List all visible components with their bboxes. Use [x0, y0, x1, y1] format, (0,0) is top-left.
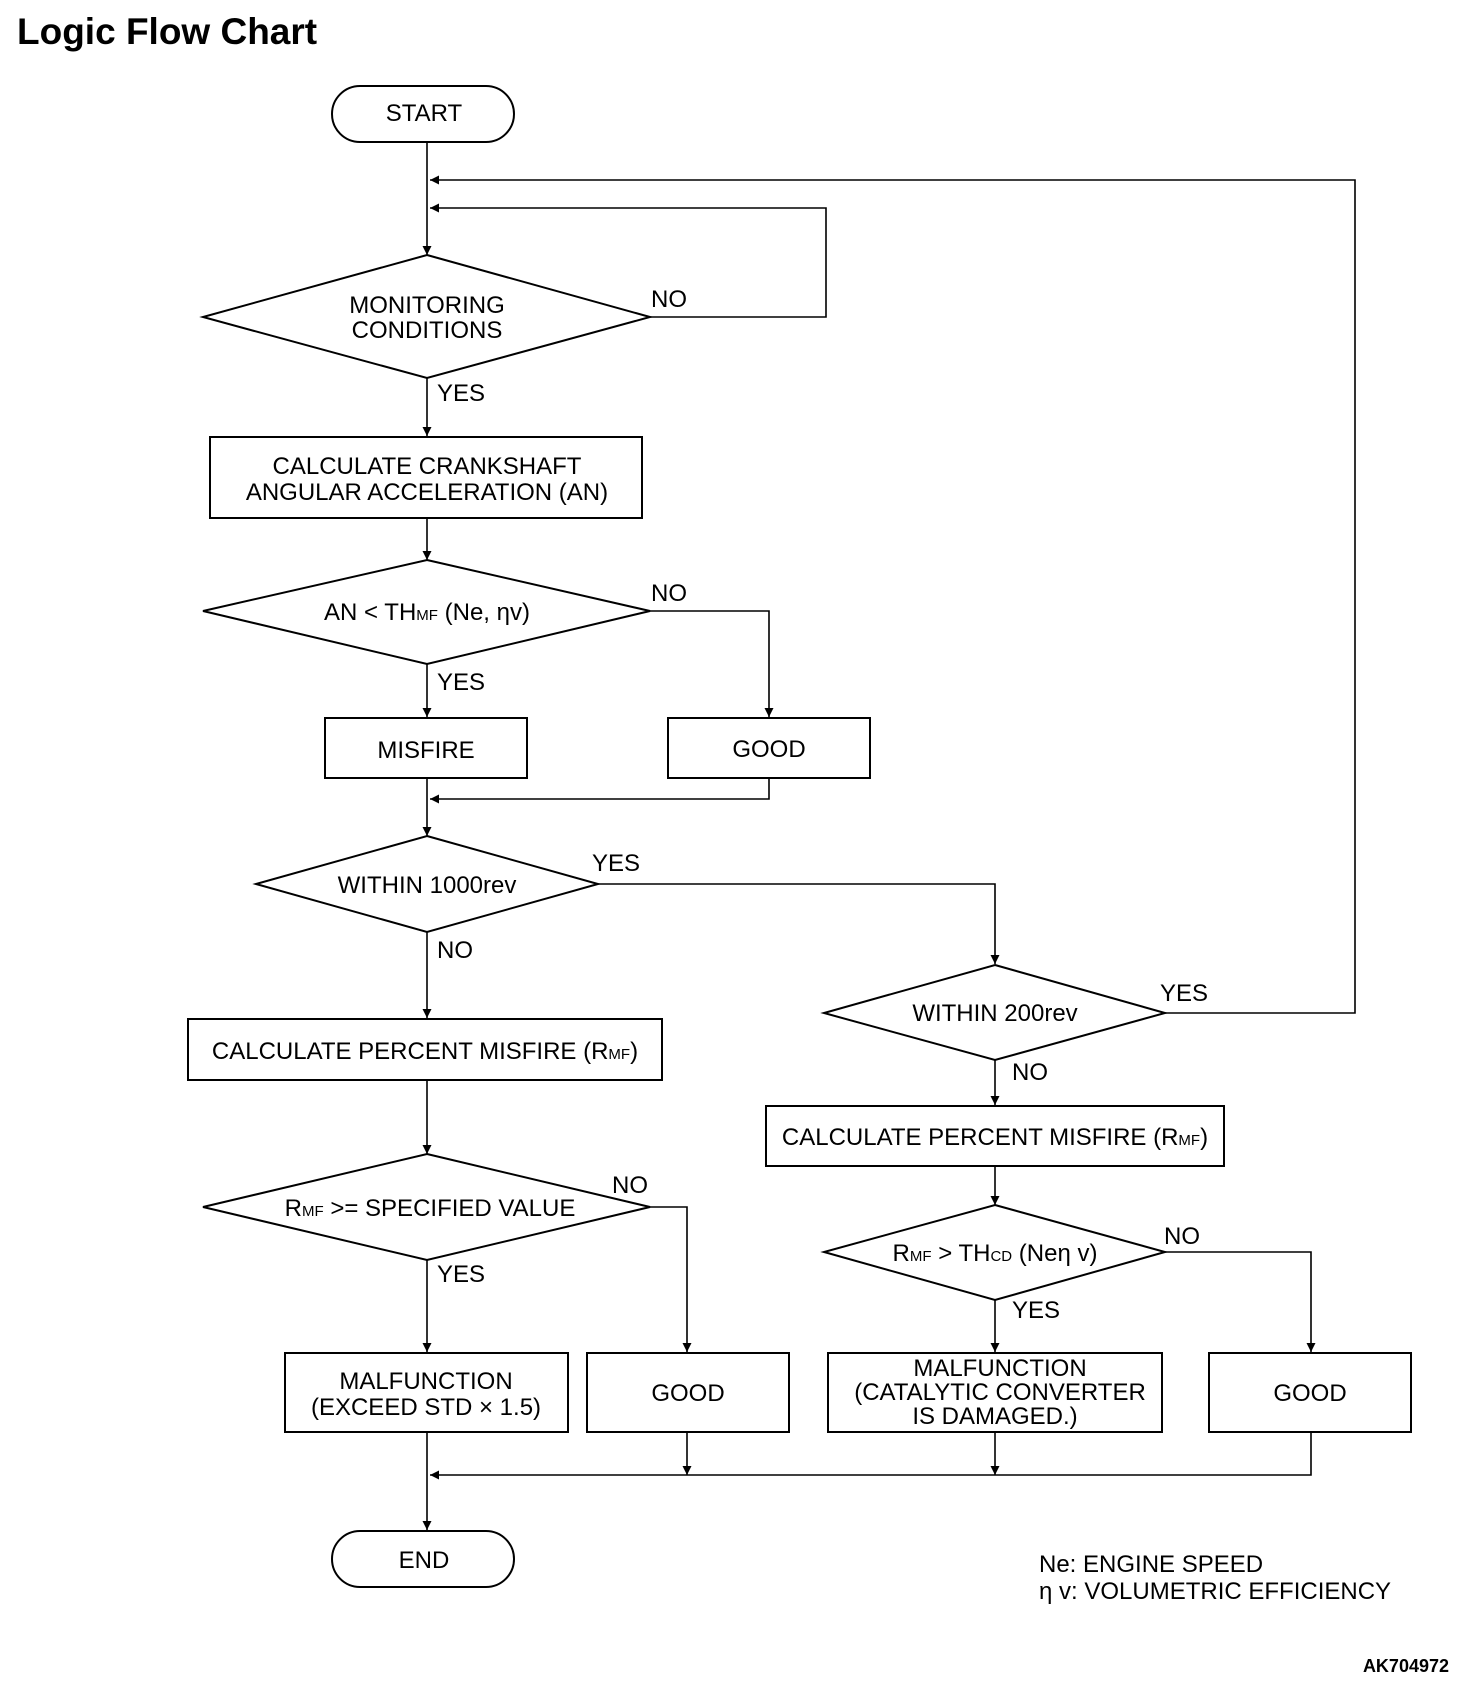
connector-merge-bottom: [430, 1432, 1312, 1480]
connector-good-merge: [430, 778, 770, 804]
misfire-label: MISFIRE: [377, 737, 474, 764]
process-calc-crankshaft: CALCULATE CRANKSHAFT ANGULAR ACCELERATIO…: [209, 436, 643, 519]
decision-rmf-specified-value: RMF >= SPECIFIED VALUE: [202, 1152, 651, 1262]
label-no-thcd: NO: [1164, 1223, 1200, 1250]
calc-crank-line1: CALCULATE CRANKSHAFT: [273, 453, 582, 480]
decision-monitoring-conditions: MONITORING CONDITIONS: [199, 253, 654, 380]
decision-within-200rev: WITHIN 200rev: [820, 963, 1169, 1062]
connector-thcd-no: [1165, 1251, 1316, 1352]
label-no-200: NO: [1012, 1059, 1048, 1086]
process-calc-percent-misfire-left: CALCULATE PERCENT MISFIRE (RMF): [187, 1018, 663, 1081]
label-yes-an: YES: [437, 669, 485, 696]
within-200-label: WITHIN 200rev: [912, 1000, 1077, 1027]
monitoring-label-line2: CONDITIONS: [352, 317, 503, 344]
calc-crank-line2: ANGULAR ACCELERATION (AN): [246, 479, 608, 506]
connector-1000-yes: [598, 883, 1000, 964]
end-label: END: [399, 1547, 450, 1574]
rmf-thcd-label: RMF > THCD (Neη v): [893, 1240, 1098, 1267]
result-malfunction-catalytic-converter: MALFUNCTION (CATALYTIC CONVERTER IS DAMA…: [827, 1352, 1163, 1433]
good-upper-label: GOOD: [732, 736, 805, 763]
label-yes-spec: YES: [437, 1261, 485, 1288]
malf-cat-line3: IS DAMAGED.): [912, 1403, 1077, 1430]
connector-monitoring-no-loop: [430, 203, 827, 318]
legend-eta-v: η v: VOLUMETRIC EFFICIENCY: [1039, 1578, 1391, 1605]
connector-an-no: [650, 610, 774, 717]
process-calc-percent-misfire-right: CALCULATE PERCENT MISFIRE (RMF): [765, 1105, 1225, 1167]
label-no-monitoring: NO: [651, 286, 687, 313]
start-label: START: [386, 100, 463, 127]
legend: Ne: ENGINE SPEED η v: VOLUMETRIC EFFICIE…: [1039, 1551, 1391, 1605]
result-malfunction-exceed-std: MALFUNCTION (EXCEED STD × 1.5): [284, 1352, 569, 1433]
result-good-lower-left: GOOD: [586, 1352, 790, 1433]
label-no-spec: NO: [612, 1172, 648, 1199]
result-good-upper: GOOD: [667, 717, 871, 779]
decision-within-1000rev: WITHIN 1000rev: [252, 834, 602, 934]
an-threshold-label: AN < THMF (Ne, ηv): [324, 599, 530, 626]
end-terminal: END: [331, 1530, 515, 1588]
start-terminal: START: [331, 85, 515, 143]
calc-pct-right-label: CALCULATE PERCENT MISFIRE (RMF): [782, 1124, 1208, 1151]
label-no-an: NO: [651, 580, 687, 607]
malf-std-line2: (EXCEED STD × 1.5): [311, 1394, 541, 1421]
result-misfire: MISFIRE: [324, 717, 528, 779]
malf-cat-line2: (CATALYTIC CONVERTER: [854, 1379, 1146, 1406]
result-good-lower-right: GOOD: [1208, 1352, 1412, 1433]
good-lower-right-label: GOOD: [1273, 1380, 1346, 1407]
rmf-spec-label: RMF >= SPECIFIED VALUE: [285, 1195, 576, 1222]
page-title: Logic Flow Chart: [17, 11, 317, 52]
malf-cat-line1: MALFUNCTION: [913, 1355, 1086, 1382]
branch-labels: NO YES NO YES YES NO YES NO NO YES NO YE…: [437, 286, 1208, 1324]
within-1000-label: WITHIN 1000rev: [338, 872, 517, 899]
figure-code: AK704972: [1363, 1656, 1449, 1676]
decision-rmf-thcd: RMF > THCD (Neη v): [820, 1203, 1169, 1302]
label-yes-thcd: YES: [1012, 1297, 1060, 1324]
connector-200-yes-loop: [430, 175, 1356, 1014]
legend-ne: Ne: ENGINE SPEED: [1039, 1551, 1263, 1578]
label-yes-200: YES: [1160, 980, 1208, 1007]
label-yes-1000: YES: [592, 850, 640, 877]
connector-spec-no: [650, 1206, 692, 1352]
label-yes-monitoring: YES: [437, 380, 485, 407]
monitoring-label-line1: MONITORING: [349, 292, 505, 319]
decision-an-threshold: AN < THMF (Ne, ηv): [202, 558, 651, 666]
connectors: [422, 142, 1356, 1530]
calc-pct-left-label: CALCULATE PERCENT MISFIRE (RMF): [212, 1038, 638, 1065]
good-lower-left-label: GOOD: [651, 1380, 724, 1407]
label-no-1000: NO: [437, 937, 473, 964]
malf-std-line1: MALFUNCTION: [339, 1368, 512, 1395]
